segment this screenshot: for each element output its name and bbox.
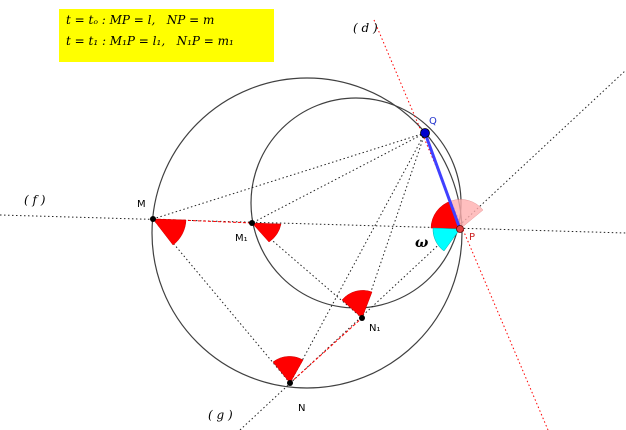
angle-mark-M1 [251, 222, 282, 243]
point-N[interactable] [287, 380, 293, 386]
point-Q[interactable] [420, 128, 430, 138]
angle-mark-M [152, 218, 187, 246]
label-line-d: ( d ) [353, 21, 378, 35]
label-N1: N₁ [369, 323, 381, 334]
outer-circle [151, 77, 463, 389]
segment-QM [152, 132, 426, 220]
label-line-g: ( g ) [208, 408, 233, 422]
label-Q: Q [429, 116, 437, 127]
line-f [0, 214, 626, 234]
point-M1[interactable] [249, 220, 255, 226]
point-P[interactable] [456, 225, 464, 233]
label-P: P [469, 232, 475, 243]
label-N: N [298, 403, 305, 414]
segment-NN1 [289, 317, 363, 384]
point-N1[interactable] [359, 315, 365, 321]
angle-omega-mark [432, 227, 461, 252]
angle-mark-N [272, 356, 304, 384]
point-M[interactable] [150, 216, 156, 222]
label-omega: ω [415, 235, 429, 251]
segment-PQ [423, 132, 462, 230]
segment-QN1 [361, 132, 426, 319]
info-box: t = tₒ : MP = l, NP = m t = t₁ : M₁P = l… [59, 9, 274, 62]
info-line-2: t = t₁ : M₁P = l₁, N₁P = m₁ [66, 34, 234, 48]
label-line-f: ( f ) [24, 193, 46, 207]
segment-QN [289, 132, 426, 384]
info-line-1: t = tₒ : MP = l, NP = m [66, 13, 215, 27]
inner-circle [250, 97, 462, 309]
angle-mark-N1 [341, 290, 373, 319]
label-M1: M₁ [235, 233, 248, 244]
label-M: M [137, 199, 146, 210]
segment-QM1 [251, 132, 426, 224]
